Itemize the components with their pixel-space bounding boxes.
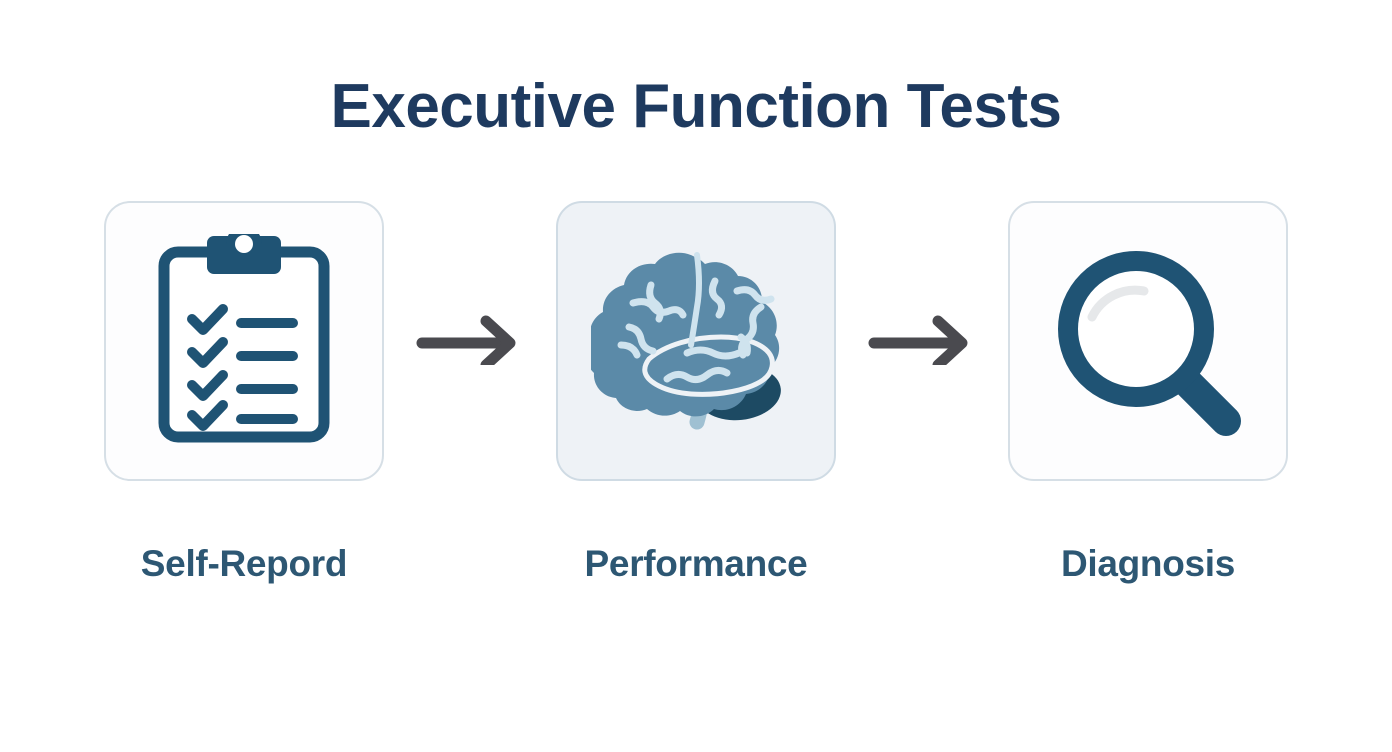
flow-connector-2: [842, 201, 1002, 481]
magnifier-icon: [1046, 239, 1251, 444]
icon-card-diagnosis[interactable]: [1008, 201, 1288, 481]
flow-step-diagnosis[interactable]: Diagnosis: [1002, 201, 1294, 585]
flow-step-performance[interactable]: Performance: [550, 201, 842, 585]
icon-card-self-report[interactable]: [104, 201, 384, 481]
clipboard-checklist-icon: [144, 233, 344, 449]
flow-step-label-diagnosis: Diagnosis: [1060, 543, 1236, 584]
flow-connector-1: [390, 201, 550, 481]
arrow-right-icon: [866, 313, 978, 370]
process-flow: Self-Repord: [98, 201, 1294, 585]
icon-card-performance[interactable]: [556, 201, 836, 481]
flow-step-label-performance: Performance: [584, 543, 808, 584]
flow-step-label-self-report: Self-Repord: [140, 543, 348, 584]
arrow-right-icon: [414, 313, 526, 370]
flow-step-self-report[interactable]: Self-Repord: [98, 201, 390, 585]
brain-icon: [591, 241, 801, 441]
page-title: Executive Function Tests: [330, 72, 1062, 141]
